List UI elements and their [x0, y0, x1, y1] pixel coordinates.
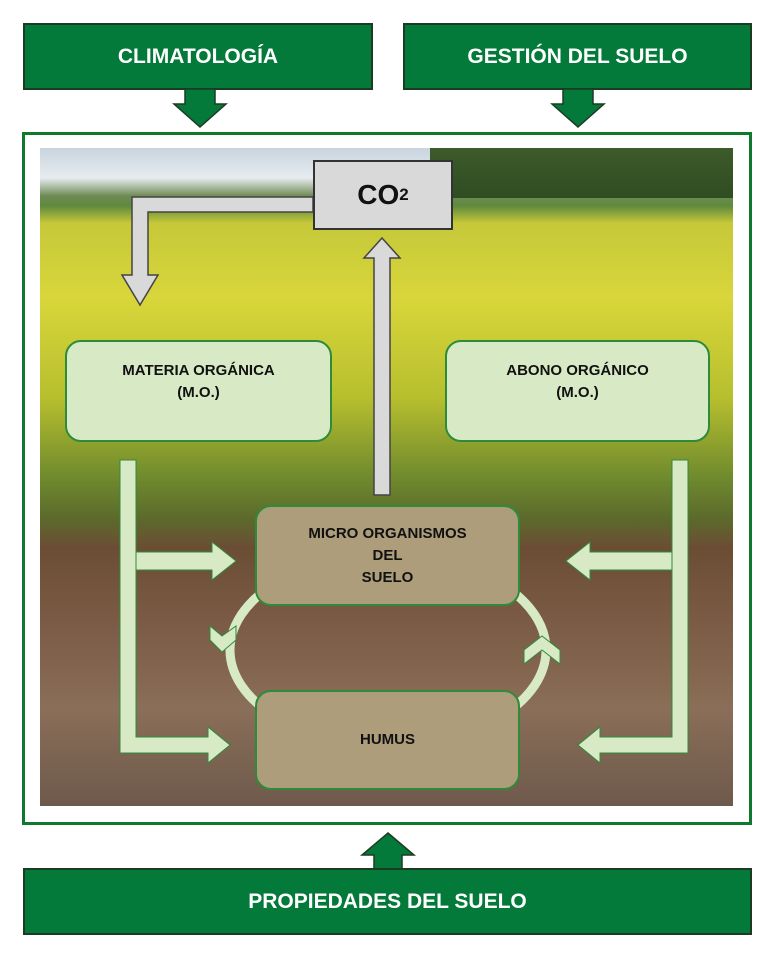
- humus-label: HUMUS: [360, 731, 415, 748]
- micro-line1: MICRO ORGANISMOS: [308, 525, 467, 542]
- climatologia-label: CLIMATOLOGÍA: [117, 44, 279, 68]
- ring-up-chevron: [523, 635, 561, 666]
- main-frame: [22, 132, 752, 825]
- ring-down-chevron: [209, 624, 237, 653]
- materia-organica-box: MATERIA ORGÁNICA (M.O.): [65, 340, 332, 442]
- tree-line: [430, 148, 733, 198]
- abono-to-humus-arrow: [577, 459, 689, 765]
- micro-line3: SUELO: [361, 569, 414, 586]
- co2-label: CO: [357, 179, 400, 210]
- propiedades-suelo-label: PROPIEDADES DEL SUELO: [248, 889, 527, 913]
- abono-to-micro-arrow: [565, 540, 673, 582]
- materia-line1: MATERIA ORGÁNICA: [122, 362, 275, 379]
- materia-to-micro-arrow: [135, 540, 237, 582]
- gestion-suelo-label: GESTIÓN DEL SUELO: [467, 44, 688, 68]
- abono-organico-box: ABONO ORGÁNICO (M.O.): [445, 340, 710, 442]
- co2-to-materia-arrow: [120, 196, 314, 307]
- climatologia-box: CLIMATOLOGÍA: [23, 23, 373, 90]
- propiedades-suelo-box: PROPIEDADES DEL SUELO: [23, 868, 752, 935]
- micro-line2: DEL: [372, 547, 403, 564]
- co2-subscript: 2: [399, 185, 409, 204]
- abono-line1: ABONO ORGÁNICO: [506, 362, 649, 379]
- humus-box: HUMUS: [255, 690, 520, 790]
- abono-line2: (M.O.): [556, 384, 599, 401]
- materia-to-humus-arrow: [119, 459, 231, 765]
- materia-line2: (M.O.): [177, 384, 220, 401]
- climatologia-down-arrow: [172, 88, 228, 129]
- micro-to-co2-arrow: [362, 236, 402, 496]
- microorganismos-box: MICRO ORGANISMOS DEL SUELO: [255, 505, 520, 606]
- gestion-down-arrow: [550, 88, 606, 129]
